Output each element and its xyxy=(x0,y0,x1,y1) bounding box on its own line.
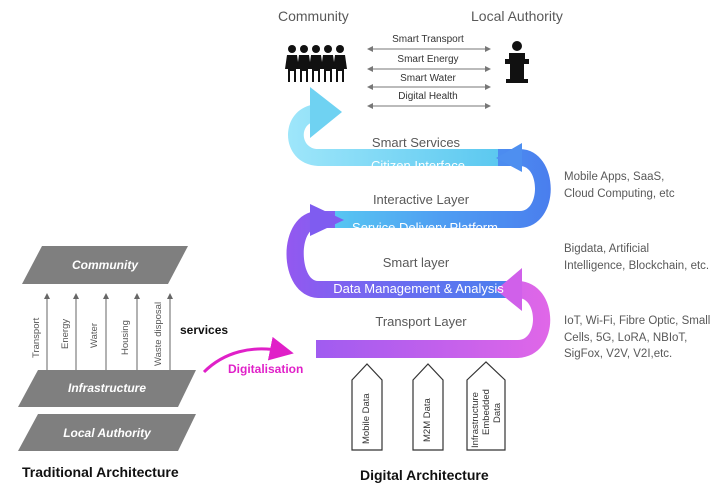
plate-infrastructure-label: Infrastructure xyxy=(67,381,147,395)
sector-housing: Housing xyxy=(120,320,131,355)
layer-transport: Transport Layer xyxy=(375,314,467,329)
community-label: Community xyxy=(278,8,349,24)
input-mobile-data: Mobile Data xyxy=(361,393,372,444)
sector-energy: Energy xyxy=(60,318,71,349)
m2m-data-pentagon xyxy=(412,363,444,451)
sector-water: Water xyxy=(89,323,100,348)
traditional-plates xyxy=(18,246,196,451)
speaker-podium-icon xyxy=(505,41,529,83)
input-embedded: Embedded xyxy=(481,389,492,435)
local-authority-plate xyxy=(18,414,196,451)
people-group-icon xyxy=(285,45,347,82)
digitalisation-arrow xyxy=(202,336,294,374)
band-service-delivery-platform: Service Delivery Platform xyxy=(352,220,498,235)
footer-digital: Digital Architecture xyxy=(360,467,489,483)
services-label: services xyxy=(180,323,229,337)
band-data-management: Data Management & Analysis xyxy=(333,281,504,296)
service-arrows xyxy=(367,46,491,109)
infrastructure-data-pentagon xyxy=(466,361,506,451)
service-smart-energy: Smart Energy xyxy=(397,54,459,65)
local-authority-label: Local Authority xyxy=(471,8,563,24)
service-smart-transport: Smart Transport xyxy=(392,34,464,45)
digital-pipeline xyxy=(286,87,551,358)
digitalisation-label: Digitalisation xyxy=(228,362,304,376)
note-smart: Bigdata, Artificial Intelligence, Blockc… xyxy=(564,243,710,272)
footer-traditional: Traditional Architecture xyxy=(22,464,179,480)
mobile-data-pentagon xyxy=(351,363,383,451)
sector-transport: Transport xyxy=(31,317,42,358)
sector-waste-disposal: Waste disposal xyxy=(153,301,164,366)
sector-arrows xyxy=(44,293,173,370)
plate-community-label: Community xyxy=(72,258,138,272)
layer-smart-services: Smart Services xyxy=(371,135,461,150)
community-plate xyxy=(22,246,188,284)
service-digital-health: Digital Health xyxy=(398,91,458,102)
layer-smart: Smart layer xyxy=(382,255,450,270)
infrastructure-plate xyxy=(18,370,196,407)
input-m2m-data: M2M Data xyxy=(422,398,433,442)
input-infrastructure: Infrastructure xyxy=(470,392,481,448)
band-citizen-interface: Citizen Interface xyxy=(371,158,465,173)
service-smart-water: Smart Water xyxy=(400,73,456,84)
note-transport: IoT, Wi-Fi, Fibre Optic, Small Cells, 5G… xyxy=(564,315,711,361)
note-interactive: Mobile Apps, SaaS, Cloud Computing, etc xyxy=(564,171,675,200)
layer-interactive: Interactive Layer xyxy=(372,192,470,207)
plate-local-authority-label: Local Authority xyxy=(63,426,151,440)
input-data: Data xyxy=(492,402,503,423)
data-inputs xyxy=(351,361,506,451)
